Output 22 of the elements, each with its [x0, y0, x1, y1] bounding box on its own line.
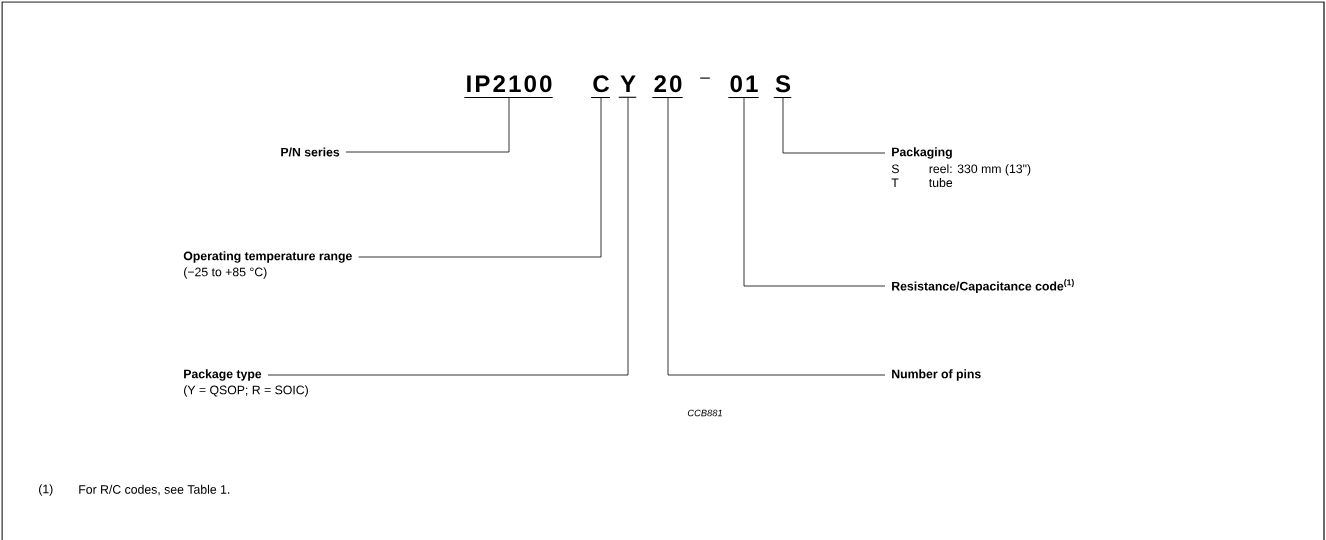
leader-line [267, 96, 629, 376]
description-text: Number of pins [892, 369, 981, 381]
leader-line [345, 97, 510, 153]
description-text: P/N series [281, 147, 340, 157]
footnote-number: (1) [39, 484, 53, 496]
code-segment: S [773, 75, 792, 99]
leader-line [743, 97, 886, 287]
code-segment: 20 [651, 75, 684, 99]
leader-line [358, 97, 602, 258]
description-text: Resistance/Capacitance code$^{(1)}$ [892, 279, 1074, 293]
description-text: Operating temperature range (−25 to +85 °C) [183, 251, 352, 279]
footnote-text: For R/C codes, see Table 1. [79, 484, 230, 496]
description-text: Packaging S reel: 330 mm (13") T tube [891, 147, 1031, 188]
leader-line [667, 97, 886, 376]
figure-code: CCB881 [687, 409, 722, 417]
leader-line [782, 97, 886, 154]
code-segment: IP2100 [463, 75, 554, 99]
description-text: Package type (Y = QSOP; R = SOIC) [184, 369, 308, 397]
code-segment: C [590, 75, 611, 99]
separator-dash: – [700, 77, 710, 79]
code-segment: 01 [727, 75, 760, 99]
code-segment: Y [618, 75, 637, 98]
